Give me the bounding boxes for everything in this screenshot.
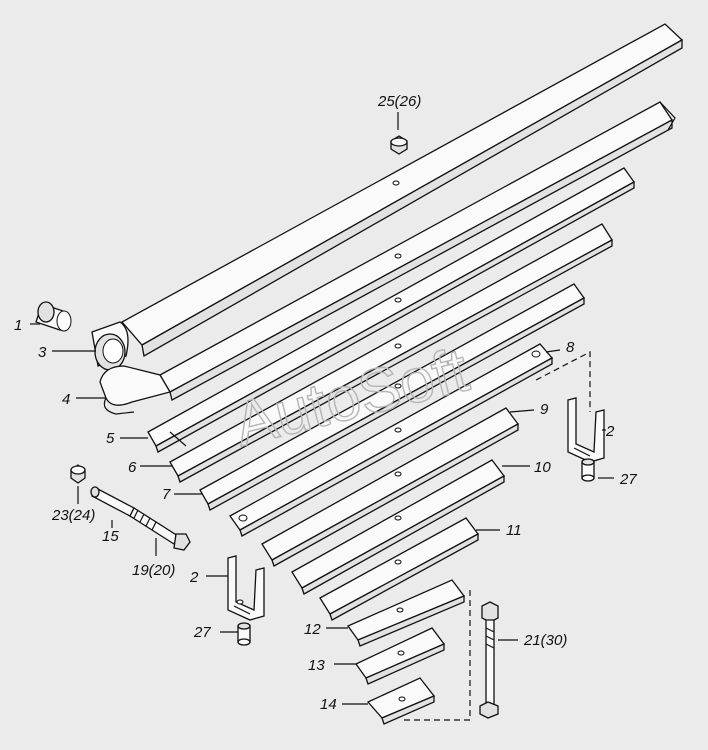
label-15: 15 <box>102 528 119 545</box>
bushing-27-right <box>581 458 595 482</box>
label-1: 1 <box>14 317 22 334</box>
label-19-20: 19(20) <box>132 562 175 579</box>
watermark-text: AutoSoft <box>228 335 475 459</box>
label-12: 12 <box>304 621 321 638</box>
leaf-4 <box>99 101 676 415</box>
label-9: 9 <box>540 401 549 418</box>
label-3: 3 <box>38 344 47 361</box>
leader-lines <box>30 112 614 705</box>
label-23-24: 23(24) <box>51 507 95 524</box>
label-13: 13 <box>308 657 325 674</box>
spring-eye-3 <box>91 321 129 371</box>
label-21-30: 21(30) <box>523 632 567 649</box>
leaf-11 <box>319 517 479 621</box>
nut-25-26 <box>390 135 408 155</box>
label-8: 8 <box>566 339 575 356</box>
leaf-14 <box>366 677 436 725</box>
label-2-left: 2 <box>189 569 199 586</box>
label-5: 5 <box>106 430 115 447</box>
label-7: 7 <box>162 486 171 503</box>
bushing-27-left <box>237 622 251 646</box>
label-6: 6 <box>128 459 137 476</box>
bolt-19-20 <box>129 507 191 551</box>
clip-2-left <box>227 555 265 621</box>
leaf-13 <box>355 627 446 685</box>
part-labels: 1 3 4 5 6 7 8 9 10 11 12 13 14 2 27 2 27… <box>14 93 637 713</box>
leaf-10 <box>291 459 505 595</box>
leaf-7 <box>199 283 585 511</box>
leaf-5 <box>147 167 635 453</box>
leaf-6 <box>169 223 613 483</box>
label-27-right: 27 <box>619 471 637 488</box>
label-11: 11 <box>506 522 522 539</box>
main-leaf-3 <box>120 23 684 358</box>
label-14: 14 <box>320 696 337 713</box>
clip-2-right <box>567 397 605 463</box>
leaf-9 <box>261 407 519 567</box>
label-4: 4 <box>62 391 70 408</box>
bushing-1 <box>35 301 72 332</box>
label-2-right: 2 <box>605 423 615 440</box>
center-bolt-21-30 <box>479 601 499 719</box>
assembly-guides <box>400 351 591 721</box>
label-27-left: 27 <box>193 624 211 641</box>
label-10: 10 <box>534 459 551 476</box>
leaf-8 <box>229 343 554 537</box>
nut-23-24 <box>70 464 86 484</box>
label-25-26: 25(26) <box>377 93 421 110</box>
pin-15 <box>90 486 135 517</box>
leaf-12 <box>347 579 466 647</box>
